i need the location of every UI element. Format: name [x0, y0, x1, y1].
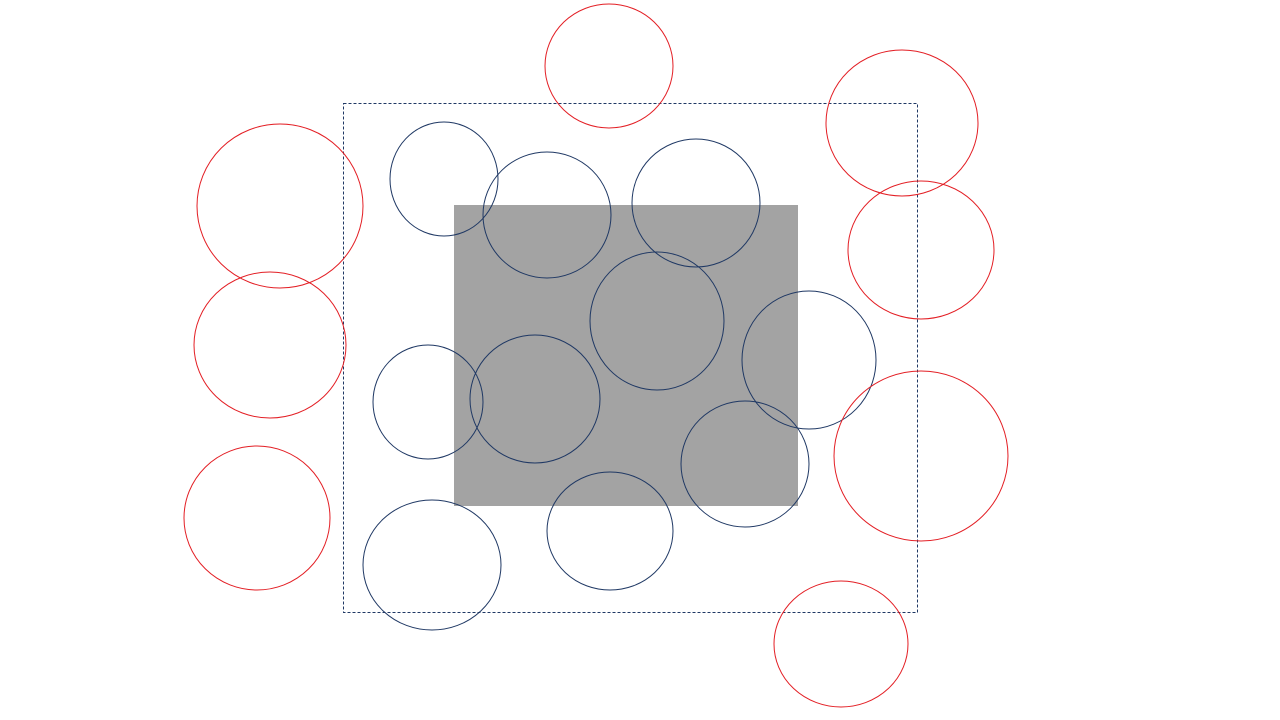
- blue-circle: [546, 471, 674, 591]
- blue-circle: [631, 138, 761, 268]
- blue-circle: [389, 121, 499, 237]
- red-circle: [196, 123, 364, 289]
- red-circle: [825, 49, 979, 197]
- blue-circles: [362, 121, 877, 631]
- red-circle: [544, 3, 674, 129]
- gray-block: [454, 205, 798, 506]
- blue-circle: [469, 334, 601, 464]
- blue-circle: [482, 151, 612, 279]
- red-circle: [183, 445, 331, 591]
- blue-circle: [741, 290, 877, 430]
- blue-circle: [589, 251, 725, 391]
- blue-circle: [372, 344, 484, 460]
- red-circle: [847, 180, 995, 320]
- red-circle: [833, 370, 1009, 542]
- blue-circle: [680, 400, 810, 528]
- red-circles: [183, 3, 1009, 708]
- red-circle: [773, 580, 909, 708]
- blue-circle: [362, 499, 502, 631]
- dashed-frame: [343, 103, 918, 613]
- red-circle: [193, 271, 347, 419]
